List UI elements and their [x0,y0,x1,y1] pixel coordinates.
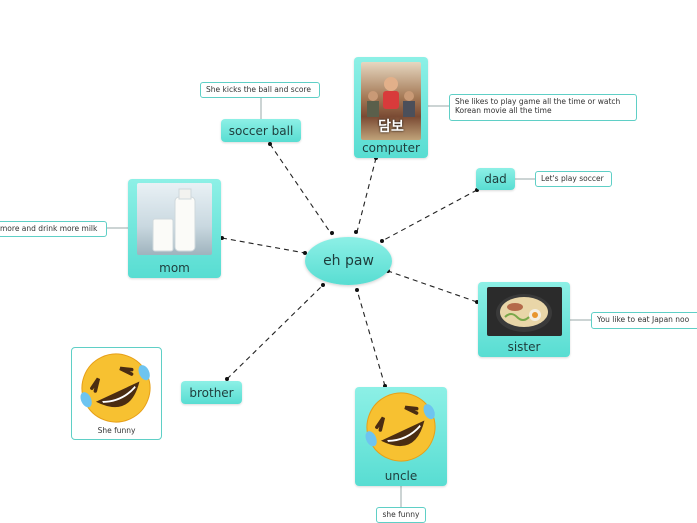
topic-computer[interactable]: 담보 computer [354,57,428,158]
note-sister[interactable]: You like to eat Japan noo [591,312,697,329]
central-topic[interactable]: eh paw [305,237,392,285]
milk-art [152,188,196,252]
note-text: more and drink more milk [0,224,98,233]
ramen-art [496,294,552,332]
note-dad[interactable]: Let's play soccer [535,171,612,187]
note-brother[interactable]: She funny [71,347,162,440]
milk-image [137,183,212,255]
topic-label: soccer ball [228,123,294,138]
movie-poster-image: 담보 [361,62,421,140]
topic-dad[interactable]: dad [476,168,515,190]
rolling-laughing-emoji-icon [365,392,436,462]
note-text: She kicks the ball and score [206,85,311,94]
movie-poster-art [367,77,415,117]
edge-soccer-ball [269,143,333,236]
uncle-emoji-wrap [359,389,443,468]
note-uncle[interactable]: she funny [376,507,426,523]
edge-computer [356,157,377,233]
edge-dad [381,189,478,242]
topic-label: brother [189,385,234,400]
note-soccer-ball[interactable]: She kicks the ball and score [200,82,320,98]
note-mom[interactable]: more and drink more milk [0,221,107,237]
topic-label: mom [159,261,190,275]
ramen-image [487,287,562,336]
note-text: She funny [97,426,136,435]
topic-label: uncle [384,469,418,483]
rolling-laughing-emoji-icon [80,353,151,423]
topic-soccer-ball[interactable]: soccer ball [221,119,301,142]
edge-brother [226,284,324,380]
topic-label: sister [507,340,541,354]
topic-label: dad [484,172,507,186]
note-text: she funny [382,510,420,519]
note-text: She likes to play game all the time or w… [455,97,621,116]
poster-title: 담보 [378,119,404,135]
edge-uncle [356,289,386,387]
edge-mom [221,237,306,254]
topic-uncle[interactable]: uncle [355,387,447,486]
topic-mom[interactable]: mom [128,179,221,278]
edge-sister [387,270,478,303]
topic-label: computer [362,141,420,155]
topic-brother[interactable]: brother [181,381,242,404]
note-text: You like to eat Japan noo [597,315,690,324]
central-topic-label: eh paw [323,253,374,269]
note-text: Let's play soccer [541,174,604,183]
topic-sister[interactable]: sister [478,282,570,357]
note-computer[interactable]: She likes to play game all the time or w… [449,94,637,121]
